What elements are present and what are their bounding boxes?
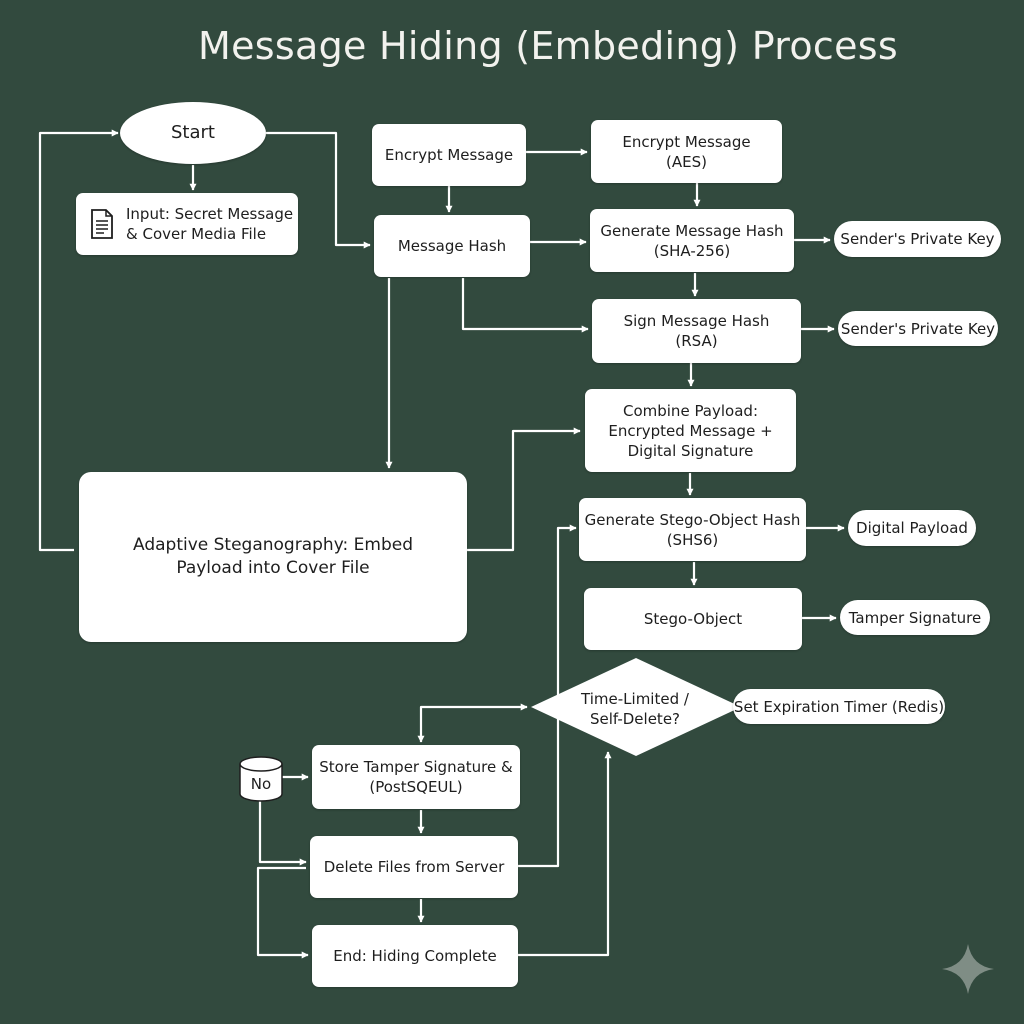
- edge-message-hash-to-sign: [461, 278, 589, 333]
- private-key-node-1: Sender's Private Key: [834, 221, 1001, 257]
- message-hash-node: Message Hash: [374, 215, 530, 277]
- adaptive-steganography-node: Adaptive Steganography: Embed Payload in…: [79, 472, 467, 642]
- decision-diamond: [531, 658, 741, 756]
- input-node-label: Input: Secret Message & Cover Media File: [126, 205, 294, 243]
- edge-adaptive-to-combine: [467, 427, 581, 552]
- stego-hash-node: Generate Stego-Object Hash (SHS6): [579, 498, 806, 561]
- digital-payload-node: Digital Payload: [848, 510, 976, 546]
- encrypt-message-node: Encrypt Message: [372, 124, 526, 186]
- edge-left-loop-to-start: [38, 129, 119, 552]
- set-expiration-node: Set Expiration Timer (Redis): [733, 689, 945, 724]
- combine-payload-node: Combine Payload: Encrypted Message + Dig…: [585, 389, 796, 472]
- edge-end-loop: [256, 866, 309, 959]
- document-icon: [91, 209, 113, 239]
- edge-decision-branch: [417, 703, 528, 743]
- edge-start-to-message-hash: [266, 131, 371, 249]
- page-title: Message Hiding (Embeding) Process: [198, 24, 898, 68]
- input-node: Input: Secret Message & Cover Media File: [76, 193, 298, 255]
- private-key-node-2: Sender's Private Key: [838, 311, 998, 346]
- tamper-signature-node: Tamper Signature: [840, 600, 990, 635]
- sparkle-icon: [942, 944, 994, 994]
- decision-label: Time-Limited / Self-Delete?: [581, 690, 689, 728]
- end-node: End: Hiding Complete: [312, 925, 518, 987]
- delete-files-node: Delete Files from Server: [310, 836, 518, 898]
- start-node: Start: [120, 102, 266, 164]
- store-tamper-node: Store Tamper Signature & (PostSQEUL): [312, 745, 520, 809]
- connectors: [38, 129, 845, 959]
- edge-end-to-decision: [518, 751, 612, 957]
- stego-object-node: Stego-Object: [584, 588, 802, 650]
- no-db-label: No: [250, 775, 272, 793]
- generate-hash-node: Generate Message Hash (SHA-256): [590, 209, 794, 272]
- encrypt-aes-node: Encrypt Message (AES): [591, 120, 782, 183]
- sign-hash-node: Sign Message Hash (RSA): [592, 299, 801, 363]
- database-icon: [239, 756, 283, 802]
- edge-db-to-delete: [258, 798, 307, 866]
